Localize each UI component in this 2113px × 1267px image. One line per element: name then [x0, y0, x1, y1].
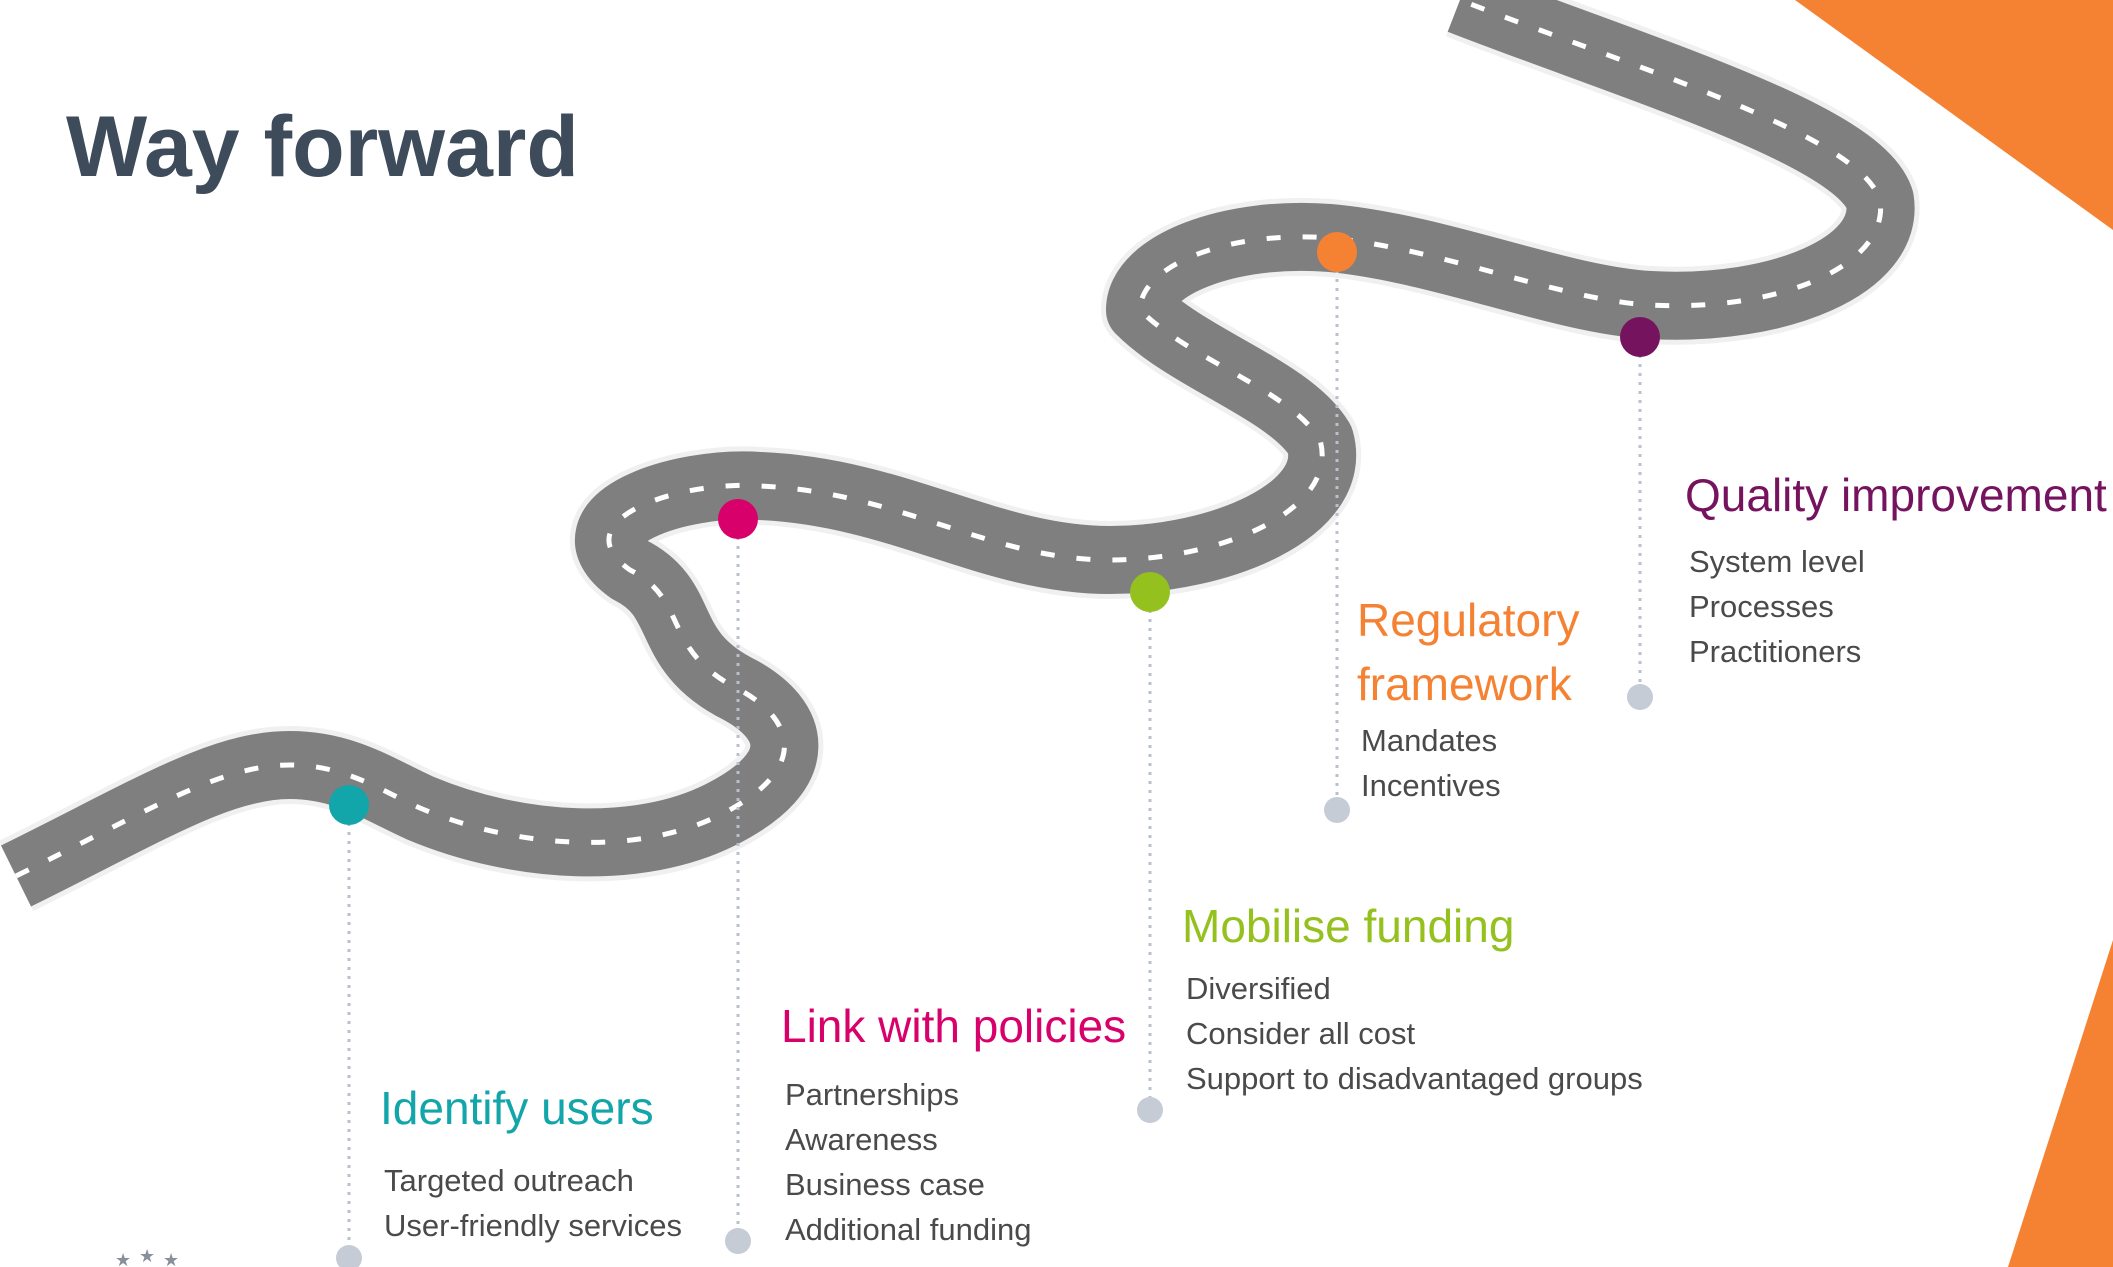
milestone-dot [1620, 317, 1660, 357]
milestone-dot [718, 499, 758, 539]
stage-items: Diversified Consider all cost Support to… [1186, 966, 1643, 1101]
svg-text:★: ★ [163, 1250, 179, 1267]
marker-anchor-dot [1324, 797, 1350, 823]
milestone-dot [329, 785, 369, 825]
marker-anchor-dot [1627, 684, 1653, 710]
list-item: Targeted outreach [384, 1163, 634, 1198]
list-item: User-friendly services [384, 1208, 683, 1243]
list-item: Support to disadvantaged groups [1186, 1061, 1643, 1096]
marker-anchor-dot [336, 1245, 362, 1267]
list-item: Awareness [785, 1122, 938, 1157]
stage-title-line: Regulatory [1357, 594, 1580, 646]
list-item: Incentives [1361, 768, 1501, 803]
list-item: Mandates [1361, 723, 1498, 758]
stage-items: Mandates Incentives [1361, 718, 1579, 808]
stage-items: Partnerships Awareness Business case Add… [785, 1072, 1126, 1252]
stage-quality-improvement: Quality improvement System level Process… [1685, 463, 2107, 674]
stage-title: Regulatory framework [1357, 588, 1579, 716]
list-item: Practitioners [1689, 634, 1862, 669]
stage-title: Mobilise funding [1182, 900, 1515, 952]
stage-mobilise-funding: Mobilise funding Diversified Consider al… [1182, 894, 1643, 1101]
milestone-dot [1130, 572, 1170, 612]
stage-regulatory-framework: Regulatory framework Mandates Incentives [1357, 588, 1579, 808]
stage-items: System level Processes Practitioners [1689, 539, 2107, 674]
eu-stars-logo: ★ ★ ★ [115, 1246, 179, 1267]
list-item: Additional funding [785, 1212, 1032, 1247]
list-item: Business case [785, 1167, 985, 1202]
stage-title: Link with policies [781, 1000, 1127, 1052]
svg-text:★: ★ [115, 1250, 131, 1267]
milestone-dot [1317, 232, 1357, 272]
stage-title: Identify users [380, 1082, 654, 1134]
marker-anchor-dot [725, 1228, 751, 1254]
list-item: Consider all cost [1186, 1016, 1416, 1051]
marker-anchor-dot [1137, 1097, 1163, 1123]
list-item: System level [1689, 544, 1865, 579]
stage-title: Quality improvement [1685, 469, 2107, 521]
list-item: Processes [1689, 589, 1834, 624]
list-item: Diversified [1186, 971, 1331, 1006]
accent-triangle-top [1795, 0, 2113, 230]
road-center-line [14, 0, 1884, 879]
stage-link-with-policies: Link with policies Partnerships Awarenes… [781, 994, 1126, 1252]
stage-title-line: framework [1357, 658, 1572, 710]
svg-text:★: ★ [139, 1246, 155, 1267]
page-title: Way forward [66, 99, 579, 195]
milestone-markers [329, 232, 1660, 1267]
stage-items: Targeted outreach User-friendly services [384, 1158, 682, 1248]
accent-triangle-bottom [2008, 940, 2113, 1267]
list-item: Partnerships [785, 1077, 960, 1112]
stage-identify-users: Identify users Targeted outreach User-fr… [380, 1076, 682, 1248]
